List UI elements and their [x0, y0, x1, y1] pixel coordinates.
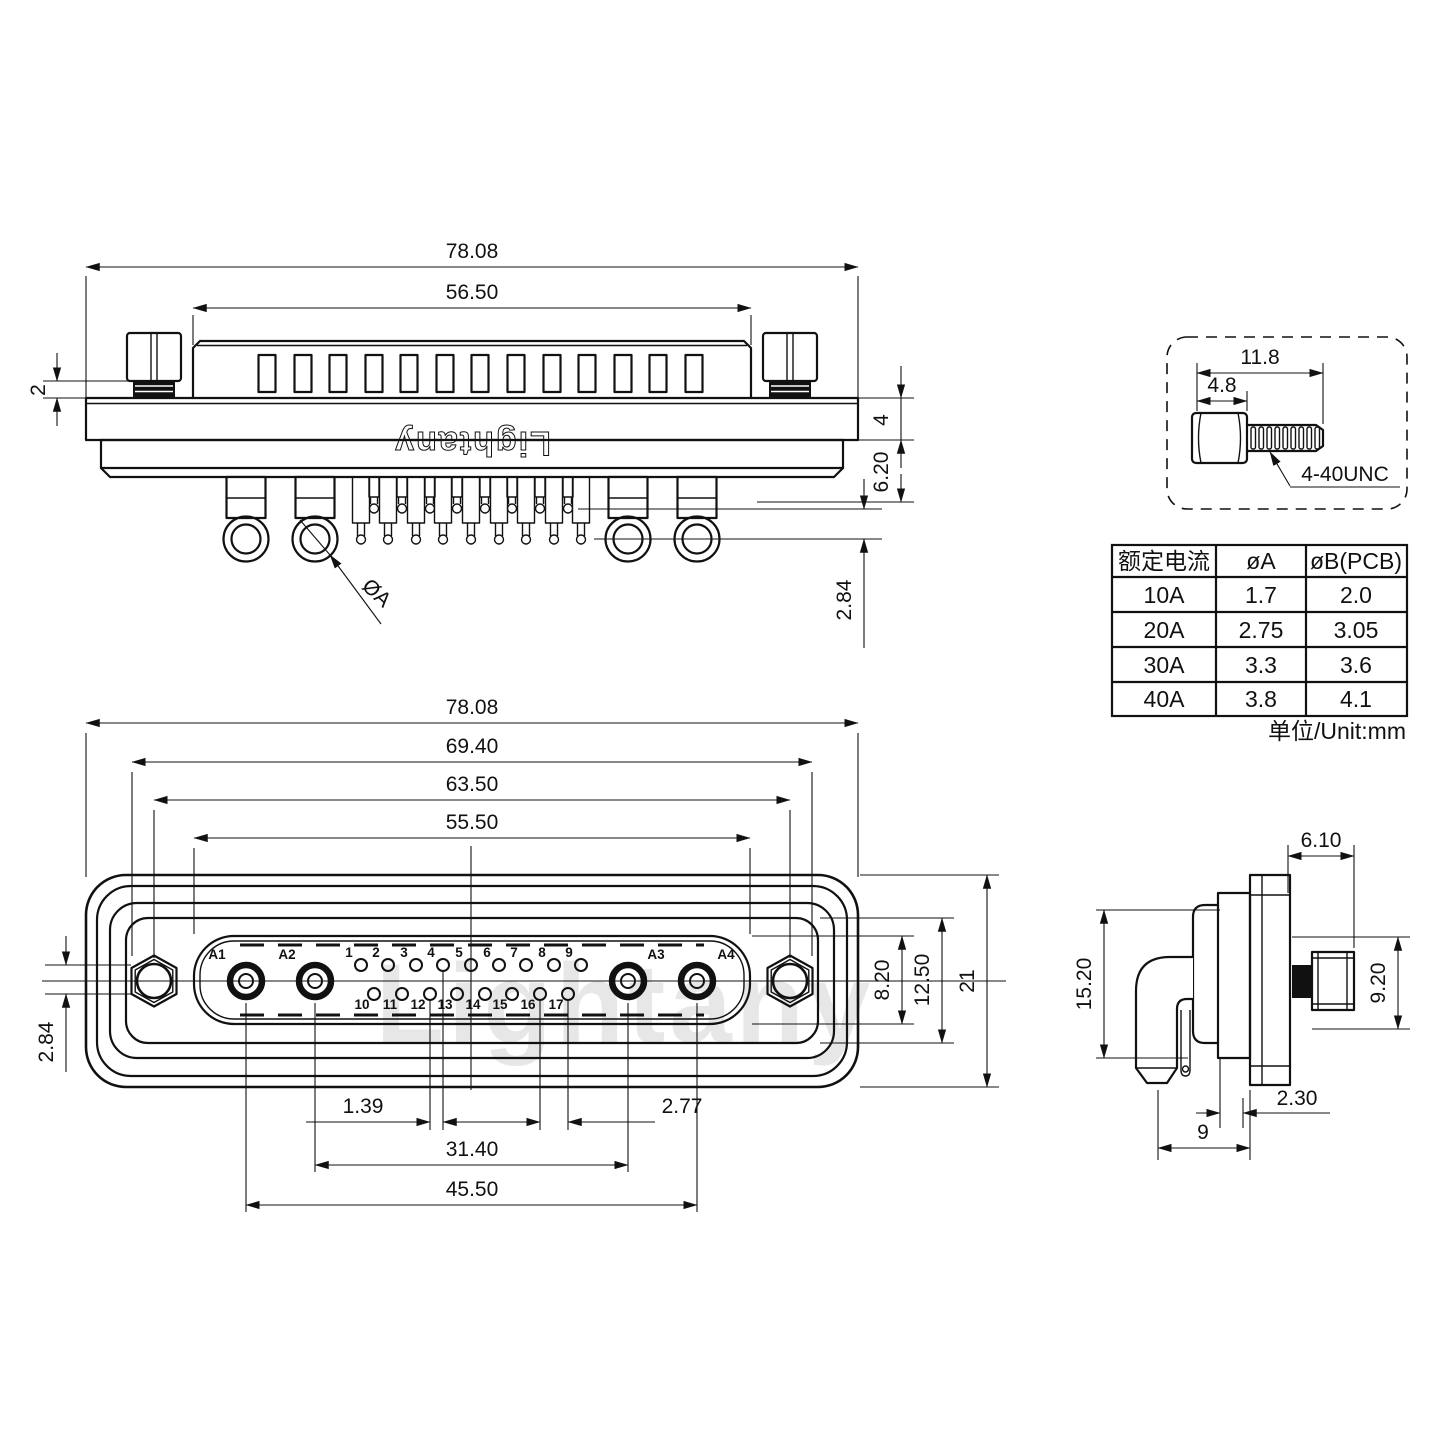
cell-r1c0: 20A [1144, 617, 1186, 643]
right-jack-screw [761, 331, 819, 398]
front-dim-insert-width: 55.50 [446, 811, 499, 834]
label-10: 10 [354, 997, 369, 1012]
side-dim-body-height: 15.20 [1073, 958, 1096, 1011]
connector-body-top [191, 339, 753, 400]
label-13: 13 [437, 997, 453, 1012]
screw-dim-head: 4.8 [1207, 374, 1236, 397]
label-16: 16 [520, 997, 536, 1012]
insert-outline [192, 934, 752, 1026]
label-3: 3 [400, 945, 408, 960]
table-row: 30A 3.3 3.6 [1144, 652, 1372, 678]
thread-ridges [1250, 426, 1321, 450]
front-dim-total-height: 21 [956, 969, 979, 992]
bent-signal-pin [1180, 1010, 1191, 1077]
label-A1: A1 [208, 947, 226, 962]
signal-pins-long [351, 476, 591, 545]
label-14: 14 [465, 997, 481, 1012]
label-A4: A4 [717, 947, 735, 962]
label-6: 6 [483, 945, 491, 960]
side-profile-view: 6.10 15.20 9.20 2.30 9 [1073, 829, 1410, 1160]
cell-r1c1: 2.75 [1239, 617, 1284, 643]
front-dim-half-pitch: 1.39 [343, 1095, 384, 1118]
label-1: 1 [345, 945, 353, 960]
front-dim-a2-a3: 31.40 [446, 1138, 499, 1161]
cell-r2c0: 30A [1144, 652, 1186, 678]
table-row: 10A 1.7 2.0 [1144, 582, 1372, 608]
label-17: 17 [548, 997, 563, 1012]
detail-boundary [1166, 336, 1408, 510]
cell-r0c1: 1.7 [1245, 582, 1277, 608]
label-A2: A2 [278, 947, 295, 962]
label-2: 2 [372, 945, 380, 960]
top-dim-body-width: 56.50 [446, 281, 499, 304]
front-dim-a1-a4: 45.50 [446, 1178, 499, 1201]
front-dim-flange-width: 69.40 [446, 735, 499, 758]
front-dim-total-width: 78.08 [446, 696, 499, 719]
thumbscrew [1190, 411, 1325, 465]
cell-r2c1: 3.3 [1245, 652, 1277, 678]
label-12: 12 [410, 997, 425, 1012]
table-row: 20A 2.75 3.05 [1144, 617, 1379, 643]
front-dim-panel-height: 12.50 [911, 954, 934, 1007]
side-dim-screw-protrusion: 6.10 [1301, 829, 1342, 852]
label-11: 11 [383, 997, 398, 1012]
front-dim-mount-spacing: 63.50 [446, 773, 499, 796]
side-dim-screw-height: 9.20 [1367, 963, 1390, 1004]
top-dim-screw-gap: 2 [27, 384, 50, 396]
elbow-power-pin [1134, 955, 1193, 1085]
right-hex-nut [766, 954, 814, 1008]
cell-r2c2: 3.6 [1340, 652, 1372, 678]
cell-r3c0: 40A [1144, 686, 1186, 712]
cell-r1c2: 3.05 [1334, 617, 1379, 643]
top-side-view: 78.08 56.50 2 [27, 240, 914, 648]
shell-contours [84, 873, 860, 1089]
side-dim-pin-to-flange: 9 [1197, 1121, 1209, 1144]
cell-r0c0: 10A [1144, 582, 1186, 608]
cell-r0c2: 2.0 [1340, 582, 1372, 608]
bottom-extension-lines [245, 972, 698, 1212]
pin-labels: A1 A2 A3 A4 1 2 3 4 5 6 7 8 9 10 11 12 1… [208, 945, 735, 1012]
embossed-logo: Lightany [393, 424, 551, 462]
screw-thread-spec: 4-40UNC [1301, 463, 1389, 486]
top-dim-flange-thickness: 4 [870, 414, 893, 426]
table-unit-note: 单位/Unit:mm [1268, 718, 1406, 744]
cell-r3c2: 4.1 [1340, 686, 1372, 712]
side-thumbscrew [1292, 950, 1356, 1012]
label-15: 15 [492, 997, 508, 1012]
front-dim-pitch: 2.77 [662, 1095, 703, 1118]
top-dim-total-width: 78.08 [446, 240, 499, 263]
label-9: 9 [565, 945, 573, 960]
table-row: 40A 3.8 4.1 [1144, 686, 1372, 712]
table-header-dia-b: øB(PCB) [1310, 548, 1402, 574]
signal-pins-short [368, 476, 574, 514]
side-dim-standoff: 2.30 [1277, 1087, 1318, 1110]
front-dim-row-offset: 2.84 [35, 1021, 58, 1062]
spec-table: 额定电流 øA øB(PCB) 10A 1.7 2.0 20A 2.75 3.0… [1110, 543, 1409, 744]
left-hex-nut [130, 954, 178, 1008]
table-header-current: 额定电流 [1118, 548, 1210, 574]
screw-dim-total: 11.8 [1240, 346, 1279, 369]
front-dim-insert-height: 8.20 [871, 960, 894, 1001]
signal-pin-holes [354, 958, 588, 1001]
top-dim-shell-depth: 6.20 [870, 452, 893, 493]
power-pin-contacts [226, 961, 717, 1001]
power-contacts-side [225, 475, 718, 520]
table-header-dia-a: øA [1246, 548, 1276, 574]
label-5: 5 [455, 945, 463, 960]
cell-r3c1: 3.8 [1245, 686, 1277, 712]
watermark-text: Lightany [376, 941, 875, 1066]
top-dim-pin-tip-offset: 2.84 [833, 579, 856, 620]
label-A3: A3 [647, 947, 665, 962]
label-7: 7 [510, 945, 518, 960]
left-jack-screw [125, 331, 183, 398]
body-slots [257, 353, 704, 394]
label-4: 4 [427, 945, 435, 960]
screw-detail-view: 11.8 4.8 4-40UNC [1166, 336, 1408, 510]
front-view: 78.08 69.40 63.50 55.50 [35, 696, 1006, 1212]
label-8: 8 [538, 945, 546, 960]
